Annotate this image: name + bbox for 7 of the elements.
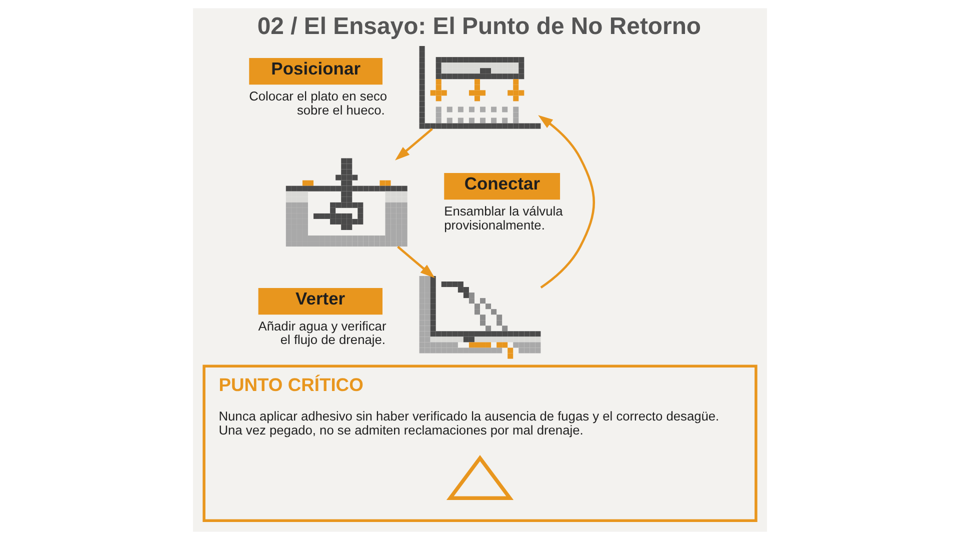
diagram-title: 02 / El Ensayo: El Punto de No Retorno [257,12,702,40]
node-label: Ensamblar la válvula provisionalmente. [444,203,563,232]
node-label: Colocar el plato en seco sobre el hueco. [249,88,388,118]
node-label: Conectar [464,174,540,194]
node-label: Añadir agua y verificar el flujo de drenaje. [258,318,386,348]
node-label: Verter [296,288,346,309]
node-label: Posicionar [271,58,361,79]
